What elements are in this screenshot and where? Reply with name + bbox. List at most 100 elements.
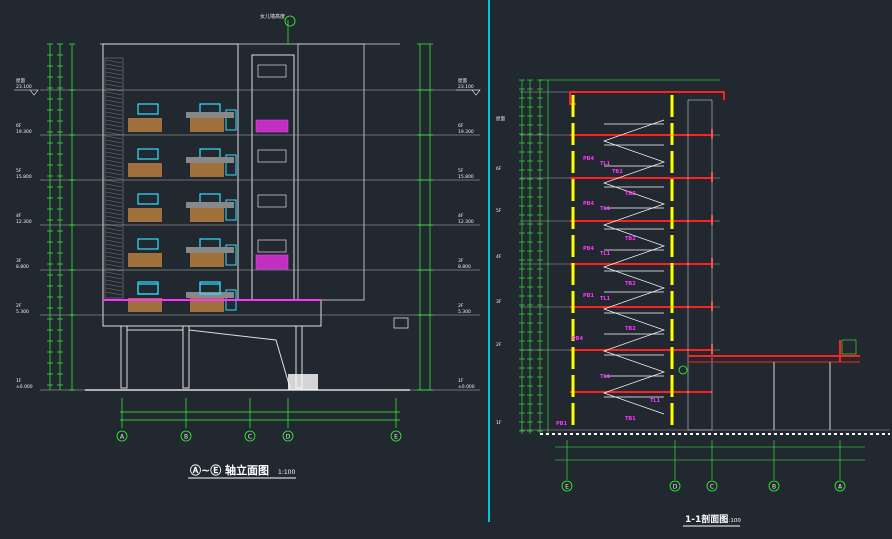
level-right-2f: 2F (458, 303, 464, 309)
hatch-line (105, 195, 123, 200)
tl-label-2: TL1 (600, 296, 611, 302)
elevation-title: Ⓐ~Ⓔ 轴立面图 (190, 463, 269, 477)
hatch-line (105, 131, 123, 136)
hatch-line (105, 99, 123, 104)
hatch-line (105, 127, 123, 132)
hatch-line (105, 59, 123, 64)
window-frame (137, 103, 159, 115)
level-left-4f-val: 12.300 (16, 219, 32, 225)
hatch-line (105, 135, 123, 140)
top-note: 女儿墙高度 (260, 13, 285, 20)
hatch-line (105, 75, 123, 80)
hatch-line (105, 151, 123, 156)
level-right-5f-val: 15.800 (458, 174, 474, 180)
level-left-1f: 1F (16, 378, 22, 384)
level-right-3f: 3F (458, 258, 464, 264)
window-frame (199, 281, 221, 295)
sec-level-3f: 3F (496, 299, 502, 305)
hatch-line (105, 67, 123, 72)
hatch-line (105, 255, 123, 260)
hatch-line (105, 263, 123, 268)
hatch-line (105, 143, 123, 148)
level-left-roof: 屋面 (16, 78, 25, 84)
level-left-2f: 2F (16, 303, 22, 309)
hatch-line (105, 199, 123, 204)
stair-label-pb1-a: PB1 (556, 421, 567, 427)
hatch-line (105, 259, 123, 264)
elevation-drawing: A B C D E 女儿墙高度 屋面 23.100 6F 19.300 5F 1… (14, 13, 481, 479)
level-right-2f-val: 5.300 (458, 309, 471, 315)
level-left-3f: 3F (16, 258, 22, 264)
hatch-line (105, 239, 123, 244)
balcony-panel (128, 118, 162, 132)
stair-label-pb4-b: PB4 (583, 201, 594, 207)
stair-label-pb4-c: PB4 (583, 156, 594, 162)
hatch-line (105, 275, 123, 280)
tl-label-6: TL1 (600, 374, 611, 380)
hatch-line (105, 219, 123, 224)
tb-label-3: TB2 (625, 281, 636, 287)
railing (186, 202, 234, 208)
sec-level-5f: 5F (496, 208, 502, 214)
hatch-line (105, 271, 123, 276)
section-title: 1-1剖面图 (685, 513, 728, 525)
sec-level-6f: 6F (496, 166, 502, 172)
balcony-panel (128, 163, 162, 177)
hatch-line (105, 107, 123, 112)
tb-label-5: TB2 (625, 191, 636, 197)
hatch-line (105, 279, 123, 284)
tl-label-3: TL1 (600, 251, 611, 257)
hatch-line (105, 119, 123, 124)
hatch-line (105, 179, 123, 184)
window-frame (225, 244, 237, 266)
hatch-line (105, 115, 123, 120)
window-frame (225, 199, 237, 221)
section-scale: 1:100 (725, 518, 741, 524)
axis-label-a: A (120, 434, 125, 441)
railing (186, 292, 234, 298)
stair-flight (602, 119, 666, 415)
level-right-3f-val: 8.800 (458, 264, 471, 270)
hatch-line (105, 79, 123, 84)
stair-label-pb1-b: PB1 (583, 293, 594, 299)
level-right-6f-val: 19.300 (458, 129, 474, 135)
sec-level-1f: 1F (496, 420, 502, 426)
balcony-panel (128, 208, 162, 222)
level-right-5f: 5F (458, 168, 464, 174)
window-frame (137, 281, 159, 295)
axis-label-e: E (394, 434, 398, 441)
hatch-line (105, 187, 123, 192)
balcony-panel (190, 298, 224, 312)
hatch-line (105, 171, 123, 176)
hatch-line (105, 123, 123, 128)
tl-label-1: TL1 (650, 398, 661, 404)
hatch-line (105, 163, 123, 168)
section-drawing: PB1 PB1 PB4 PB4 PB4 PB4 TB1 TB2 TB2 TB2 … (496, 79, 890, 527)
hatch-line (105, 183, 123, 188)
hatch-line (105, 267, 123, 272)
sec-axis-c: C (710, 484, 714, 491)
level-left-1f-val: ±0.000 (16, 384, 33, 390)
axis-label-d: D (286, 434, 291, 441)
sec-level-2f: 2F (496, 342, 502, 348)
balcony-panel (190, 253, 224, 267)
level-right-4f-val: 12.300 (458, 219, 474, 225)
hatch-line (105, 95, 123, 100)
level-left-3f-val: 8.800 (16, 264, 29, 270)
level-left-6f: 6F (16, 123, 22, 129)
hatch-line (105, 283, 123, 288)
elevation-scale: 1:100 (278, 469, 295, 476)
window-frame (137, 283, 159, 295)
tower-window (257, 239, 287, 253)
hatch-line (105, 203, 123, 208)
sec-axis-b: B (772, 484, 776, 491)
sec-level-roof: 屋面 (496, 116, 505, 122)
tower-window (257, 64, 287, 78)
axis-label-b: B (184, 434, 188, 441)
window-frame (225, 154, 237, 176)
hatch-line (105, 287, 123, 292)
hatch-line (105, 91, 123, 96)
hatch-line (105, 243, 123, 248)
sec-axis-e: E (565, 484, 569, 491)
